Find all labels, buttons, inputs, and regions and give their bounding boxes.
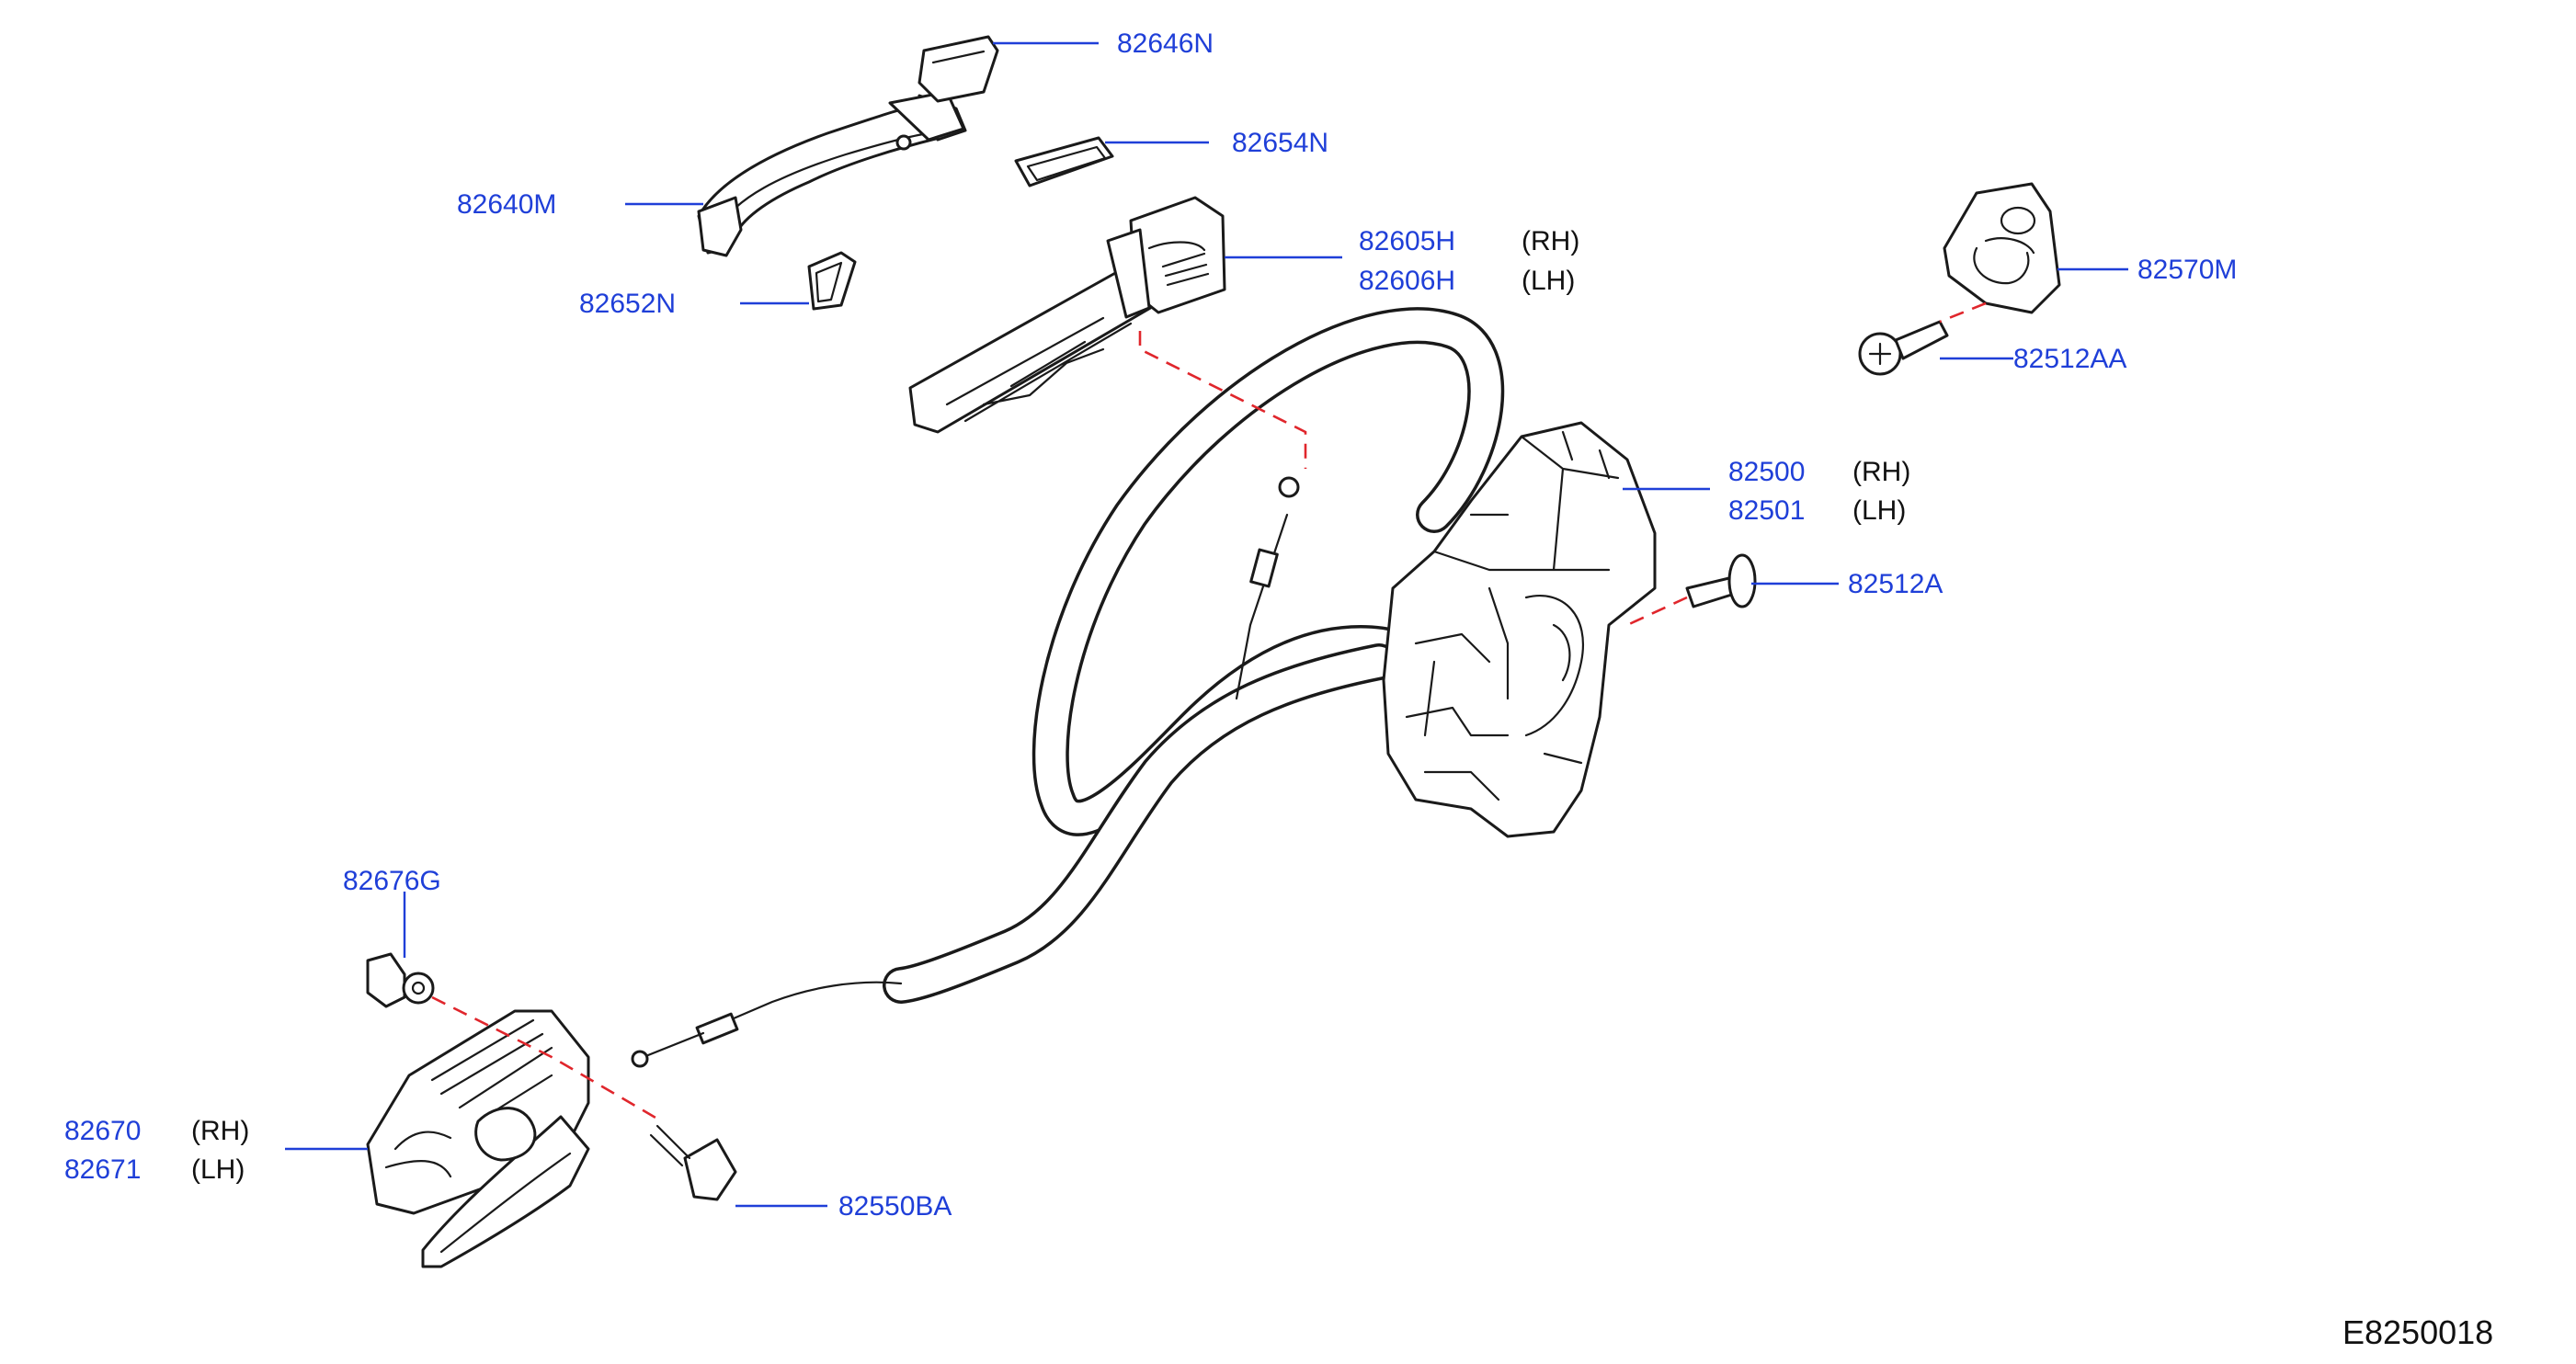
- handle-gasket: [1014, 136, 1114, 188]
- label-82512A: 82512A: [1848, 569, 1943, 599]
- label-82550BA: 82550BA: [838, 1191, 952, 1222]
- label-82605H-side: (RH): [1522, 226, 1579, 256]
- cable-inner-wire: [631, 476, 1300, 1068]
- label-82500-side: (RH): [1852, 457, 1910, 487]
- retaining-clip: [366, 952, 435, 1008]
- part-number-labels: 82646N 82654N 82640M 82652N 82605H (RH) …: [64, 28, 2493, 1351]
- leader-lines: [285, 41, 2128, 1208]
- handle-cap: [918, 35, 999, 103]
- striker-screw: [1858, 320, 1949, 376]
- label-82646N: 82646N: [1117, 28, 1214, 59]
- label-82500: 82500: [1728, 457, 1805, 487]
- connection-dashes: [431, 301, 1987, 1123]
- label-82671: 82671: [64, 1154, 141, 1185]
- inside-handle: [366, 1009, 590, 1268]
- label-82640M: 82640M: [457, 189, 556, 220]
- label-82606H-side: (LH): [1522, 266, 1575, 296]
- label-82512AA: 82512AA: [2013, 344, 2126, 374]
- door-lock-actuator: [1382, 421, 1657, 838]
- door-striker: [1943, 182, 2061, 314]
- label-82654N: 82654N: [1232, 128, 1328, 158]
- label-82606H: 82606H: [1359, 266, 1455, 296]
- outside-handle-bracket: [908, 196, 1226, 434]
- label-82605H: 82605H: [1359, 226, 1455, 256]
- actuator-screw: [1685, 553, 1757, 608]
- lock-cable-upper: [1032, 307, 1505, 836]
- label-82501: 82501: [1728, 495, 1805, 526]
- label-82652N: 82652N: [579, 289, 676, 319]
- label-82670: 82670: [64, 1116, 141, 1146]
- inside-handle-cable: [883, 643, 1397, 1004]
- label-82501-side: (LH): [1852, 495, 1906, 526]
- outside-handle: [697, 90, 967, 257]
- handle-gasket-small: [807, 251, 857, 311]
- handle-bolt: [649, 1124, 737, 1201]
- label-82670-side: (RH): [191, 1116, 249, 1146]
- diagram-code: E8250018: [2342, 1313, 2493, 1351]
- label-82570M: 82570M: [2137, 255, 2237, 285]
- label-82676G: 82676G: [343, 866, 441, 896]
- label-82671-side: (LH): [191, 1154, 245, 1185]
